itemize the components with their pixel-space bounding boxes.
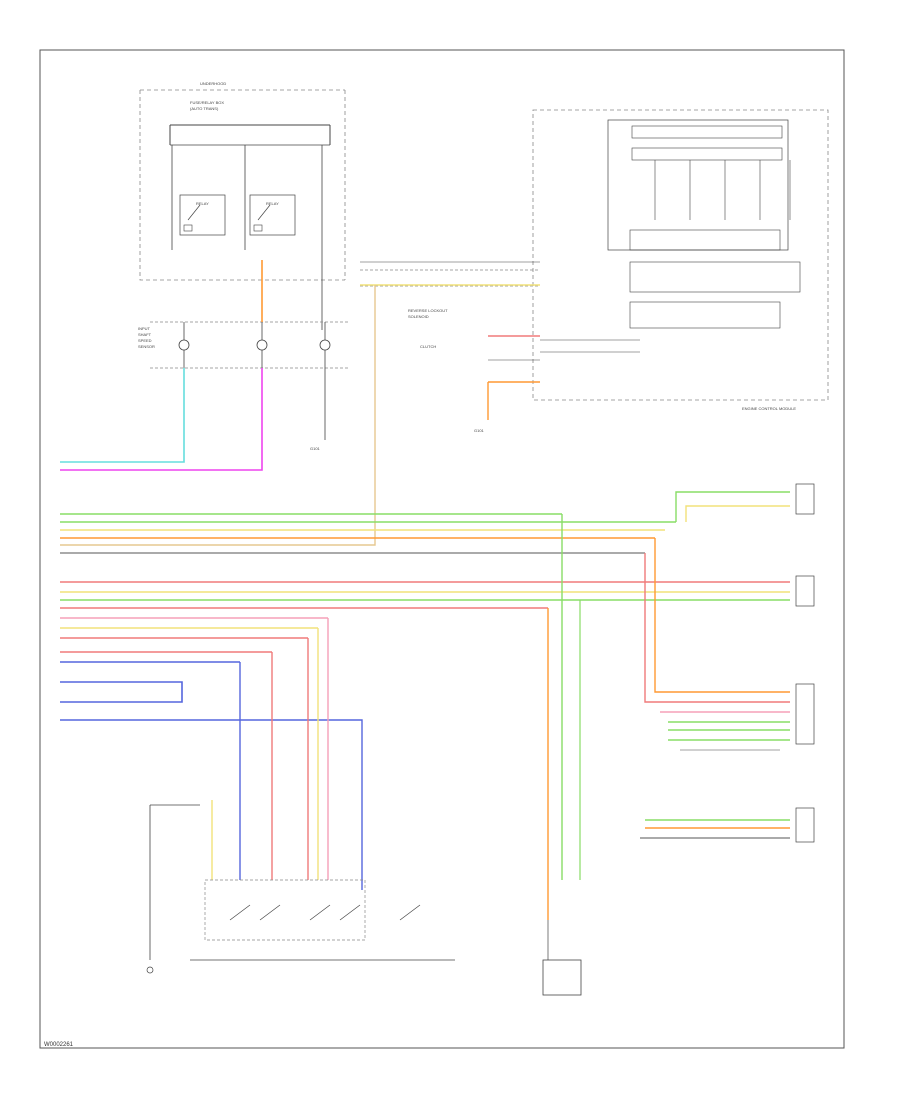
wire-cyan [60,368,185,463]
engine-control-module: ENGINE CONTROL MODULE [532,109,829,411]
svg-text:(AUTO TRANS): (AUTO TRANS) [190,106,219,111]
svg-text:FUSE/RELAY BOX: FUSE/RELAY BOX [190,100,224,105]
svg-text:G101: G101 [474,428,485,433]
svg-text:UNDERHOOD: UNDERHOOD [200,81,226,86]
svg-text:REVERSE LOCKOUT: REVERSE LOCKOUT [408,308,448,313]
svg-text:SENSOR: SENSOR [138,344,155,349]
speed-sensors: INPUT SHAFT SPEED SENSOR [138,322,331,368]
svg-text:SPEED: SPEED [138,338,152,343]
svg-text:RELAY: RELAY [196,201,209,206]
footer-code: W0002261 [44,1042,74,1048]
wire-tan [60,285,376,546]
svg-text:ENGINE CONTROL MODULE: ENGINE CONTROL MODULE [742,406,796,411]
main-harness [60,513,790,890]
wire-magenta [60,368,263,471]
svg-text:CLUTCH: CLUTCH [420,344,436,349]
right-components [640,483,815,843]
svg-text:INPUT: INPUT [138,326,151,331]
svg-text:RELAY: RELAY [266,201,279,206]
bottom-switches [146,804,582,996]
svg-text:SOLENOID: SOLENOID [408,314,429,319]
diagram-frame [39,49,845,1049]
svg-text:G101: G101 [310,446,321,451]
underhood-fuse-relay-box: UNDERHOOD FUSE/RELAY BOX (AUTO TRANS) RE… [139,81,346,330]
svg-text:SHAFT: SHAFT [138,332,152,337]
